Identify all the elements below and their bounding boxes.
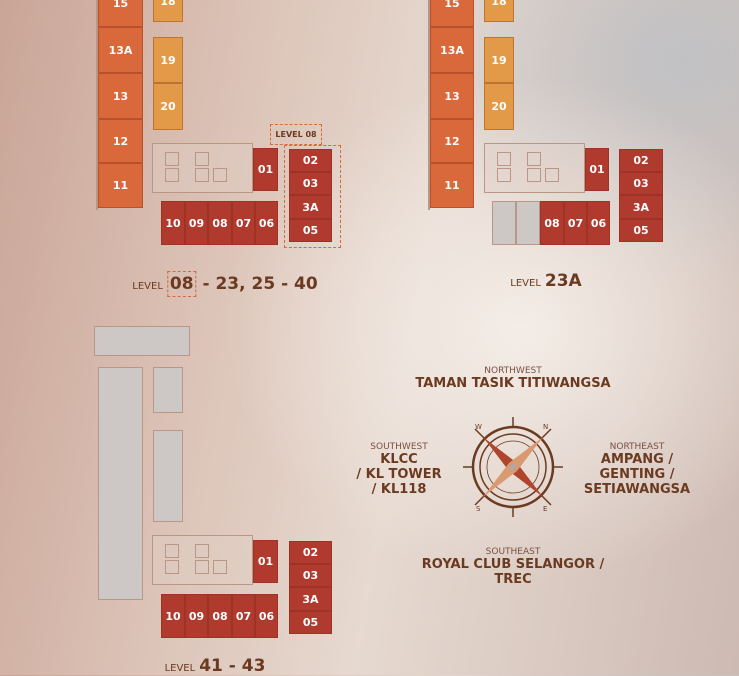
level-prefix: LEVEL bbox=[164, 663, 196, 674]
non-unit-space bbox=[492, 201, 516, 245]
non-unit-space bbox=[153, 367, 183, 413]
unit-19[interactable]: 19 bbox=[484, 37, 514, 83]
unit-11[interactable]: 11 bbox=[98, 163, 143, 208]
direction-place: / KL118 bbox=[371, 482, 427, 497]
level-range: 23A bbox=[544, 271, 582, 291]
compass-letter-n: N bbox=[543, 423, 548, 431]
compass-letter-e: E bbox=[543, 505, 547, 513]
direction-place: GENTING / bbox=[599, 467, 675, 482]
unit-01[interactable]: 01 bbox=[253, 148, 278, 191]
unit-06[interactable]: 06 bbox=[255, 594, 278, 638]
unit-05[interactable]: 05 bbox=[619, 219, 663, 242]
unit-12[interactable]: 12 bbox=[98, 119, 143, 163]
direction-heading: NORTHEAST bbox=[609, 442, 665, 452]
core-area bbox=[152, 535, 253, 585]
unit-3a[interactable]: 3A bbox=[289, 587, 332, 611]
unit-3a[interactable]: 3A bbox=[289, 195, 332, 219]
direction-place: SETIAWANGSA bbox=[583, 482, 691, 497]
unit-01[interactable]: 01 bbox=[585, 148, 609, 191]
unit-09[interactable]: 09 bbox=[185, 201, 208, 245]
level-08-highlight bbox=[284, 145, 341, 248]
unit-18[interactable]: 18 bbox=[484, 0, 514, 22]
unit-13a[interactable]: 13A bbox=[430, 27, 474, 73]
direction-heading: NORTHWEST bbox=[484, 366, 542, 376]
unit-20[interactable]: 20 bbox=[484, 83, 514, 130]
compass-rose-icon: N E S W bbox=[463, 417, 563, 517]
unit-06[interactable]: 06 bbox=[587, 201, 610, 245]
unit-12[interactable]: 12 bbox=[430, 119, 474, 163]
unit-15[interactable]: 15 bbox=[430, 0, 474, 27]
non-unit-space bbox=[98, 367, 143, 600]
unit-09[interactable]: 09 bbox=[185, 594, 208, 638]
unit-03[interactable]: 03 bbox=[289, 172, 332, 195]
core-area bbox=[484, 143, 585, 193]
non-unit-space bbox=[516, 201, 540, 245]
unit-08[interactable]: 08 bbox=[208, 594, 232, 638]
level-highlight: 08 bbox=[166, 271, 197, 297]
level-range: 41 - 43 bbox=[199, 656, 266, 676]
direction-southwest: SOUTHWEST KLCC / KL TOWER / KL118 bbox=[356, 442, 441, 497]
unit-07[interactable]: 07 bbox=[564, 201, 587, 245]
unit-03[interactable]: 03 bbox=[289, 564, 332, 587]
unit-19[interactable]: 19 bbox=[153, 37, 183, 83]
unit-08[interactable]: 08 bbox=[208, 201, 232, 245]
non-unit-space bbox=[153, 430, 183, 522]
direction-heading: SOUTHWEST bbox=[370, 442, 428, 452]
level-08-callout: LEVEL 08 bbox=[270, 124, 322, 145]
unit-13[interactable]: 13 bbox=[430, 73, 474, 119]
direction-southeast: SOUTHEAST ROYAL CLUB SELANGOR / TREC bbox=[422, 547, 604, 587]
direction-place: TREC bbox=[494, 572, 532, 587]
direction-place: AMPANG / bbox=[600, 452, 674, 467]
unit-02[interactable]: 02 bbox=[289, 149, 332, 172]
compass-letter-s: S bbox=[476, 505, 481, 513]
unit-10[interactable]: 10 bbox=[161, 594, 185, 638]
unit-11[interactable]: 11 bbox=[430, 163, 474, 208]
non-unit-space bbox=[94, 326, 190, 356]
unit-06[interactable]: 06 bbox=[255, 201, 278, 245]
direction-heading: SOUTHEAST bbox=[485, 547, 541, 557]
unit-13a[interactable]: 13A bbox=[98, 27, 143, 73]
direction-place: TAMAN TASIK TITIWANGSA bbox=[415, 376, 611, 391]
unit-18[interactable]: 18 bbox=[153, 0, 183, 22]
unit-13[interactable]: 13 bbox=[98, 73, 143, 119]
unit-02[interactable]: 02 bbox=[289, 541, 332, 564]
unit-03[interactable]: 03 bbox=[619, 172, 663, 195]
direction-northwest: NORTHWEST TAMAN TASIK TITIWANGSA bbox=[415, 366, 610, 391]
unit-3a[interactable]: 3A bbox=[619, 195, 663, 219]
direction-northeast: NORTHEAST AMPANG / GENTING / SETIAWANGSA bbox=[584, 442, 690, 497]
callout-text: LEVEL 08 bbox=[275, 130, 317, 139]
direction-place: / KL TOWER bbox=[356, 467, 442, 482]
unit-15[interactable]: 15 bbox=[98, 0, 143, 27]
unit-10[interactable]: 10 bbox=[161, 201, 185, 245]
level-highlight-text: 08 bbox=[169, 274, 194, 294]
direction-place: KLCC bbox=[380, 452, 418, 467]
unit-01[interactable]: 01 bbox=[253, 540, 278, 583]
unit-02[interactable]: 02 bbox=[619, 149, 663, 172]
unit-07[interactable]: 07 bbox=[232, 594, 255, 638]
compass-letter-w: W bbox=[475, 423, 482, 431]
unit-05[interactable]: 05 bbox=[289, 219, 332, 242]
unit-20[interactable]: 20 bbox=[153, 83, 183, 130]
level-prefix: LEVEL bbox=[132, 281, 163, 292]
level-prefix: LEVEL bbox=[510, 278, 541, 289]
unit-08[interactable]: 08 bbox=[540, 201, 564, 245]
level-label: LEVEL 08 - 23, 25 - 40 bbox=[132, 271, 318, 297]
unit-07[interactable]: 07 bbox=[232, 201, 255, 245]
direction-place: ROYAL CLUB SELANGOR / bbox=[421, 557, 605, 572]
level-range: - 23, 25 - 40 bbox=[196, 274, 318, 294]
unit-05[interactable]: 05 bbox=[289, 611, 332, 634]
core-area bbox=[152, 143, 253, 193]
